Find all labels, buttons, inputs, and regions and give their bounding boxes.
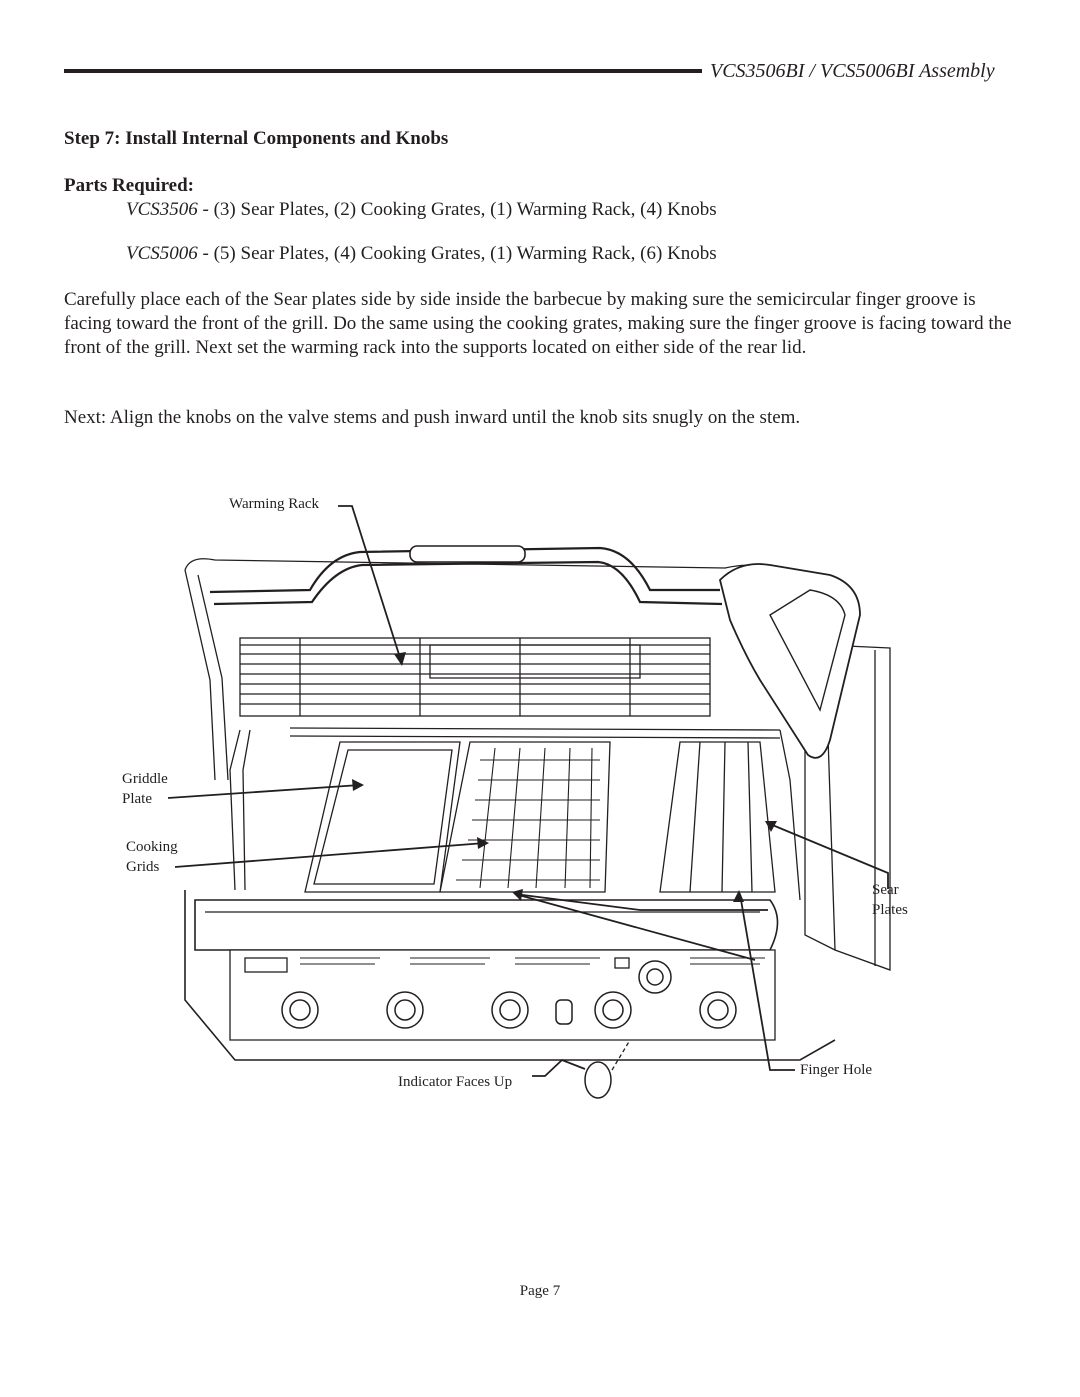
parts-list: - (3) Sear Plates, (2) Cooking Grates, (… xyxy=(197,199,717,220)
callout-sear-plates: Sear Plates xyxy=(872,882,908,918)
callout-finger-hole: Finger Hole xyxy=(800,1062,873,1078)
parts-list: - (5) Sear Plates, (4) Cooking Grates, (… xyxy=(197,243,717,264)
grill-figure: Warming Rack Griddle Plate Cooking Grids… xyxy=(0,480,1080,1120)
parts-heading: Parts Required: xyxy=(64,175,194,196)
model-name: VCS3506 xyxy=(126,199,198,220)
knobs-paragraph: Next: Align the knobs on the valve stems… xyxy=(64,407,801,428)
page-number: Page 7 xyxy=(519,1283,561,1299)
instructions-paragraph: Carefully place each of the Sear plates … xyxy=(64,289,1012,358)
callout-cooking-grids: Cooking Grids xyxy=(126,839,178,875)
header-rule xyxy=(64,69,702,73)
model-name: VCS5006 xyxy=(126,243,198,264)
callout-warming-rack: Warming Rack xyxy=(229,496,320,512)
header-title: VCS3506BI / VCS5006BI Assembly xyxy=(710,60,995,82)
callout-griddle-plate: Griddle Plate xyxy=(122,771,168,807)
callout-indicator: Indicator Faces Up xyxy=(398,1074,513,1090)
grill-illustration xyxy=(167,505,891,1099)
step-title: Step 7: Install Internal Components and … xyxy=(64,128,449,149)
parts-line-vcs3506: VCS3506 - (3) Sear Plates, (2) Cooking G… xyxy=(126,199,717,221)
parts-line-vcs5006: VCS5006 - (5) Sear Plates, (4) Cooking G… xyxy=(126,243,717,265)
